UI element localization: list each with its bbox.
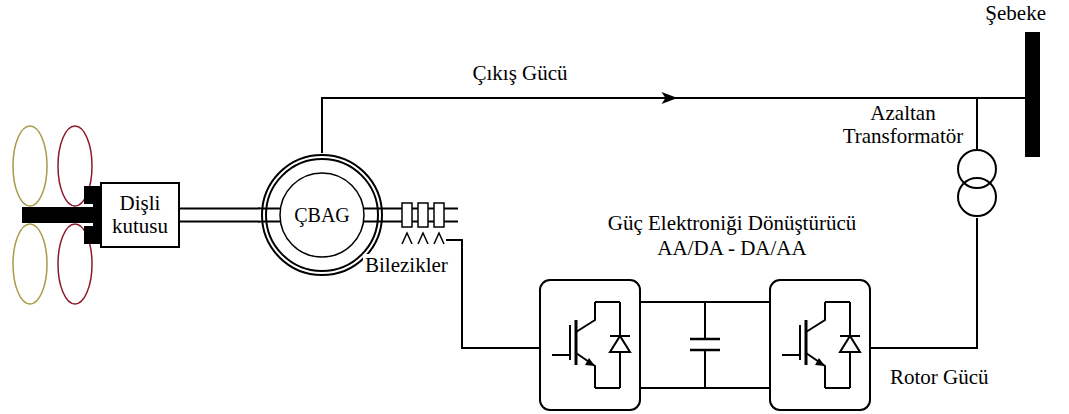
dc-link-capacitor-part	[690, 338, 720, 341]
rotor-wire-part	[446, 240, 540, 348]
slip-rings-part	[434, 203, 444, 227]
rotor-wire-part	[870, 218, 977, 348]
generator-ring	[280, 173, 364, 257]
slip-ring-label: Bilezikler	[363, 254, 450, 277]
rotor-hub	[22, 186, 100, 244]
generator-ring	[266, 159, 378, 271]
gearbox-box: Dişli kutusu	[100, 182, 180, 248]
converter-inverter	[770, 280, 870, 410]
converter-title: Güç Elektroniği Dönüştürücü	[606, 212, 858, 235]
line-path	[322, 98, 1025, 153]
transformer-symbol: Azaltan Transformatör	[957, 150, 997, 218]
shaft-core	[178, 210, 262, 221]
slip-rings-part	[402, 203, 412, 227]
dc-link-capacitor-part	[704, 302, 706, 339]
node-text: Dişli kutusu	[112, 192, 168, 238]
turbine-blades-part	[13, 126, 47, 206]
converter-inverter-part	[770, 280, 870, 410]
node-text: Şebeke	[985, 2, 1046, 25]
converter-rectifier	[540, 280, 640, 410]
power-line	[322, 92, 1025, 153]
transformer-winding	[958, 178, 996, 216]
converter-type: AA/DA - DA/AA	[655, 237, 808, 260]
node-text: Azaltan Transformatör	[838, 102, 968, 148]
rotor-hub-part	[22, 207, 98, 223]
node-text: ÇBAG	[294, 204, 350, 226]
rotor-wire	[446, 218, 977, 348]
edge-label: Çıkış Gücü	[470, 62, 569, 85]
rotor-power-label: Rotor Gücü	[888, 366, 991, 389]
transformer-outline	[957, 150, 997, 218]
drive-shaft	[178, 215, 262, 216]
dc-link-capacitor-part	[704, 350, 706, 388]
grid-busbar: Şebeke	[1025, 32, 1040, 157]
arrow-head	[662, 92, 678, 104]
power-line	[977, 98, 1025, 150]
dc-link-capacitor	[640, 302, 770, 388]
rotor-hub-part	[93, 186, 100, 244]
converter-rectifier-part	[540, 280, 640, 410]
slip-rings-part	[418, 203, 428, 227]
slip-rings	[402, 203, 444, 244]
slip-rings-part	[402, 233, 444, 244]
line-path	[977, 98, 1025, 150]
turbine-blades-part	[13, 224, 47, 304]
